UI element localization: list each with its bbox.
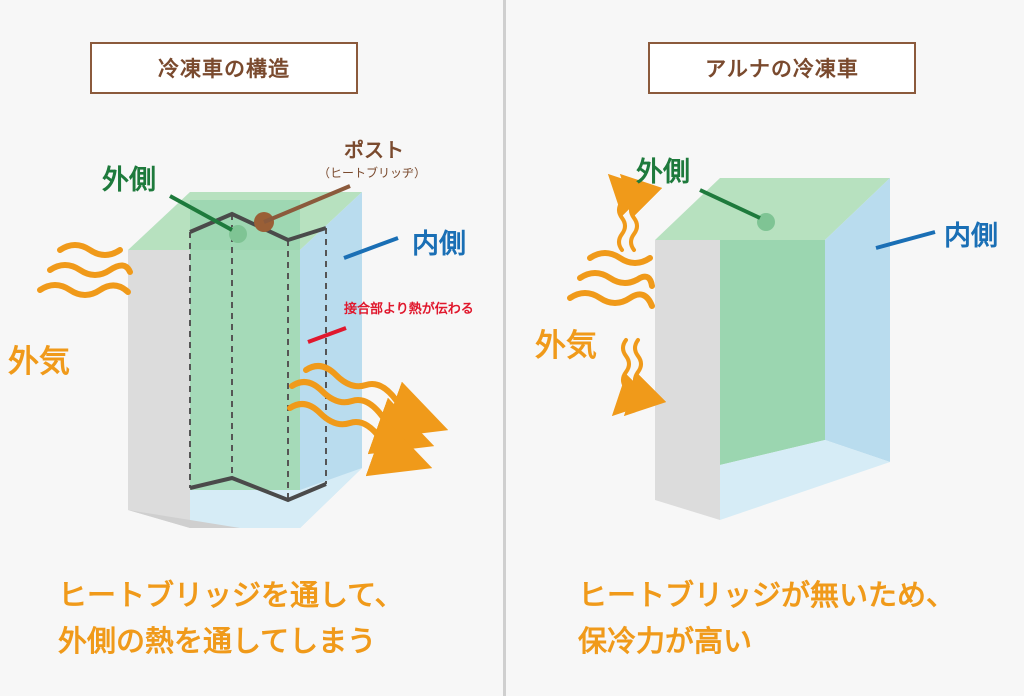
panel-divider [503,0,506,696]
joint-label: 接合部より熱が伝わる [344,302,474,317]
right-deflected-up-waves [607,173,663,252]
right-box-front-face [655,240,720,520]
right-deflected-down-waves [611,338,667,417]
left-box-side-face [300,192,362,528]
right-box-top-face [655,178,890,240]
right-title-box: アルナの冷凍車 [648,42,916,94]
right-freezer-box [655,178,936,520]
left-outside-pointer [169,194,233,232]
right-inside-label: 内側 [944,221,998,252]
left-box-floor [190,468,362,528]
post-sub-label: （ヒートブリッヂ） [318,166,427,180]
right-outside-pointer [699,188,761,220]
right-caption-line2: 保冷力が高い [578,624,753,658]
post-label: ポスト [344,138,404,162]
left-title-box: 冷凍車の構造 [90,42,358,94]
left-freezer-box [128,184,399,528]
left-outer-air-label: 外気 [8,344,70,380]
left-box-inner-green [190,200,300,490]
left-title: 冷凍車の構造 [158,57,290,81]
left-heat-escape-waves [287,363,449,477]
left-inside-pointer [343,236,399,260]
right-box-side-face [825,178,890,462]
left-box-front-face [128,250,190,528]
left-outside-dot [229,225,247,243]
left-outside-label: 外側 [102,165,156,196]
right-box-floor [720,440,890,520]
right-outer-air-waves [567,250,655,309]
right-box-inner-green [720,240,825,465]
left-outer-air-waves [37,242,133,298]
post-dashed-lines [189,214,327,500]
left-caption-line1: ヒートブリッジを通して、 [58,578,404,612]
right-inside-pointer [875,230,936,250]
post-pointer [263,184,351,224]
right-outer-air-label: 外気 [535,328,597,364]
left-box-bottom-edge [128,510,300,528]
left-caption-line2: 外側の熱を通してしまう [58,624,377,658]
joint-pointer [307,326,347,344]
right-title: アルナの冷凍車 [705,57,859,81]
right-outside-label: 外側 [636,157,690,188]
right-caption-line1: ヒートブリッジが無いため、 [578,578,956,612]
left-inside-label: 内側 [412,229,466,260]
right-outside-dot [757,213,775,231]
left-caption: ヒートブリッジを通して、 外側の熱を通してしまう [58,572,404,664]
right-caption: ヒートブリッジが無いため、 保冷力が高い [578,572,955,664]
